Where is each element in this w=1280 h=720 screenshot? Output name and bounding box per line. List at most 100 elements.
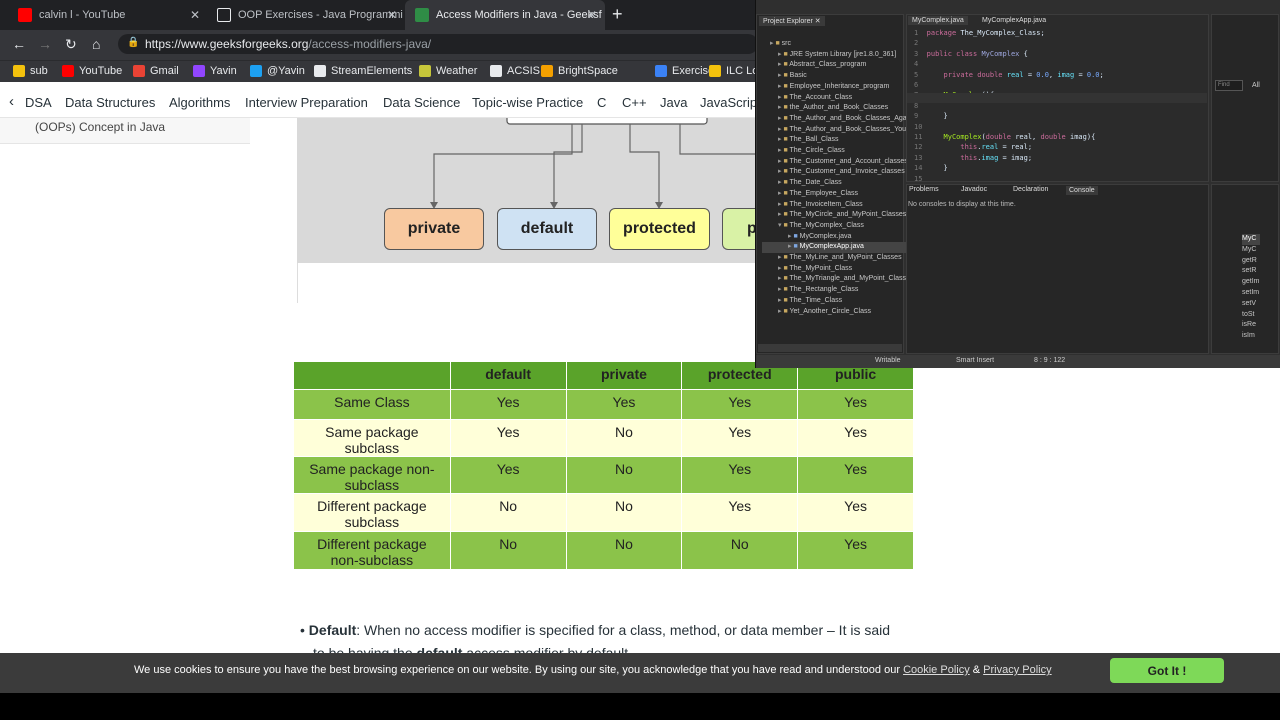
site-nav: ‹ DSA Data Structures Algorithms Interview … — [0, 88, 760, 118]
console-tab-0[interactable]: Problems — [909, 186, 939, 193]
close-icon[interactable]: ✕ — [386, 8, 397, 22]
editor-tab-mycomplex[interactable]: MyComplex.java — [908, 16, 968, 25]
bookmark-label: ACSIS — [507, 65, 541, 77]
console-tab-1[interactable]: Javadoc — [961, 186, 988, 193]
bookmark-6[interactable]: Weather — [419, 65, 477, 77]
privacy-policy-link[interactable]: Privacy Policy — [983, 664, 1052, 676]
tree-item[interactable]: ▸ ■ Employee_Inheritance_program — [762, 82, 917, 93]
sidebar-item[interactable] — [0, 118, 250, 144]
nav-item-9[interactable]: JavaScrip — [700, 95, 758, 110]
tree-item[interactable]: ▸ ■ The_Employee_Class — [762, 189, 917, 200]
table-cell: Yes — [681, 456, 799, 494]
outline-item[interactable]: getR — [1242, 256, 1257, 264]
tab-access-modifiers[interactable]: Access Modifiers in Java - Geeksf ✕ — [405, 0, 605, 30]
tab-oop-exercises[interactable]: OOP Exercises - Java Programmi ✕ — [207, 0, 405, 30]
nav-item-2[interactable]: Algorithms — [169, 95, 231, 110]
tree-item[interactable]: ▸ ■ src — [762, 39, 917, 50]
current-line-highlight — [907, 93, 1207, 103]
tree-item-label: The_Customer_and_Invoice_classes — [789, 168, 905, 176]
tab-youtube[interactable]: calvin l - YouTube ✕ — [8, 0, 208, 30]
tree-item[interactable]: ▸ ■ Abstract_Class_program — [762, 60, 917, 71]
bookmark-10[interactable]: ILC Lo — [709, 65, 758, 77]
tree-item[interactable]: ▸ ■ The_Account_Class — [762, 93, 917, 104]
tree-item[interactable]: ▾ ■ The_MyComplex_Class — [762, 221, 917, 232]
tree-item[interactable]: ▸ ■ The_Rectangle_Class — [762, 285, 917, 296]
tree-item[interactable]: ▸ ■ The_Time_Class — [762, 296, 917, 307]
find-input[interactable]: Find — [1215, 80, 1243, 91]
cookie-policy-link[interactable]: Cookie Policy — [903, 664, 970, 676]
tree-item[interactable]: ▸ ■ The_InvoiceItem_Class — [762, 200, 917, 211]
nav-item-6[interactable]: C — [597, 95, 607, 110]
nav-item-5[interactable]: Topic-wise Practice — [472, 95, 584, 110]
console-tab-3[interactable]: Console — [1066, 186, 1098, 195]
new-tab-icon[interactable]: + — [612, 4, 623, 24]
editor-tab-mycomplexapp[interactable]: MyComplexApp.java — [982, 17, 1047, 24]
bookmark-8[interactable]: BrightSpace — [541, 65, 618, 77]
tree-item[interactable]: ▸ ■ The_MyCircle_and_MyPoint_Classes — [762, 210, 917, 221]
tree-item[interactable]: ▸ ■ The_Date_Class — [762, 178, 917, 189]
console-tab-2[interactable]: Declaration — [1013, 186, 1049, 193]
nav-item-0[interactable]: DSA — [25, 95, 52, 110]
forward-icon[interactable]: → — [38, 36, 52, 52]
nav-item-3[interactable]: Interview Preparation — [245, 95, 368, 110]
tree-arrow-icon: ▸ — [778, 168, 784, 176]
nav-item-1[interactable]: Data Structures — [65, 95, 156, 110]
got-it-button[interactable]: Got It ! — [1110, 658, 1224, 683]
tree-arrow-icon: ▸ — [778, 275, 784, 283]
outline-item[interactable]: toSt — [1242, 310, 1255, 318]
code-editor[interactable]: 1 package The_MyComplex_Class; 2 3 publi… — [914, 29, 1104, 193]
home-icon[interactable]: ⌂ — [92, 36, 101, 52]
tree-item[interactable]: ▸ ■ The_Ball_Class — [762, 135, 917, 146]
tree-item[interactable]: ▸ ■ MyComplexApp.java — [762, 242, 917, 254]
tree-item[interactable]: ▸ ■ JRE System Library [jre1.8.0_361] — [762, 50, 917, 61]
tree-item[interactable]: ▸ ■ The_Author_and_Book_Classes_Your_T — [762, 125, 917, 136]
url-input[interactable]: 🔒 — [118, 34, 758, 54]
tree-item[interactable]: ▸ ■ Basic — [762, 71, 917, 82]
outline-item[interactable]: setV — [1242, 299, 1257, 307]
bookmark-2[interactable]: Gmail — [133, 65, 179, 77]
bookmark-0[interactable]: sub — [13, 65, 48, 77]
outline-item[interactable]: MyC — [1242, 234, 1260, 245]
tree-item[interactable]: ▸ ■ MyComplex.java — [762, 232, 917, 243]
cookie-message: We use cookies to ensure you have the be… — [134, 664, 904, 676]
tree-item[interactable]: ▸ ■ The_Circle_Class — [762, 146, 917, 157]
bookmark-4[interactable]: @Yavin — [250, 65, 305, 77]
tree-item[interactable]: ▸ ■ The_MyTriangle_and_MyPoint_Classe — [762, 274, 917, 285]
tree-item[interactable]: ▸ ■ The_MyPoint_Class — [762, 264, 917, 275]
tree-item-label: JRE System Library [jre1.8.0_361] — [789, 50, 897, 58]
tree-item[interactable]: ▸ ■ Yet_Another_Circle_Class — [762, 307, 917, 318]
bookmark-9[interactable]: Exercises — [655, 65, 720, 77]
back-icon[interactable]: ← — [12, 36, 26, 52]
tree-item[interactable]: ▸ ■ The_MyLine_and_MyPoint_Classes — [762, 253, 917, 264]
outline-item[interactable]: isRe — [1242, 321, 1257, 329]
nav-item-7[interactable]: C++ — [622, 95, 647, 110]
bookmark-icon — [541, 65, 553, 77]
tree-item[interactable]: ▸ ■ The_Customer_and_Invoice_classes — [762, 167, 917, 178]
chevron-left-icon[interactable]: ‹ — [9, 93, 14, 110]
folder-icon: ■ — [783, 189, 790, 197]
tree-item[interactable]: ▸ ■ the_Author_and_Book_Classes — [762, 103, 917, 114]
close-icon[interactable]: ✕ — [189, 8, 200, 22]
find-all-label[interactable]: All — [1252, 82, 1260, 89]
tree-item-label: The_Account_Class — [789, 93, 853, 101]
outline-item[interactable]: getIm — [1242, 278, 1260, 286]
outline-item[interactable]: setR — [1242, 267, 1257, 275]
tree-arrow-icon: ▸ — [778, 147, 784, 155]
outline-item[interactable]: setIm — [1242, 288, 1260, 296]
explorer-scrollbar[interactable] — [758, 344, 902, 352]
tree-item-label: The_Date_Class — [789, 179, 842, 187]
bookmark-3[interactable]: Yavin — [193, 65, 237, 77]
bookmark-1[interactable]: YouTube — [62, 65, 122, 77]
tree-item[interactable]: ▸ ■ The_Author_and_Book_Classes_Again — [762, 114, 917, 125]
outline-item[interactable]: MyC — [1242, 245, 1257, 253]
project-explorer-tab[interactable]: Project Explorer ✕ — [759, 16, 825, 26]
bookmark-7[interactable]: ACSIS — [490, 65, 540, 77]
nav-item-8[interactable]: Java — [660, 95, 688, 110]
tree-item[interactable]: ▸ ■ The_Customer_and_Account_classes — [762, 157, 917, 168]
outline-item[interactable]: isIm — [1242, 332, 1255, 340]
close-icon[interactable]: ✕ — [586, 8, 597, 22]
reload-icon[interactable]: ↻ — [65, 36, 77, 52]
nav-item-4[interactable]: Data Science — [383, 95, 461, 110]
bookmark-5[interactable]: StreamElements — [314, 65, 412, 77]
